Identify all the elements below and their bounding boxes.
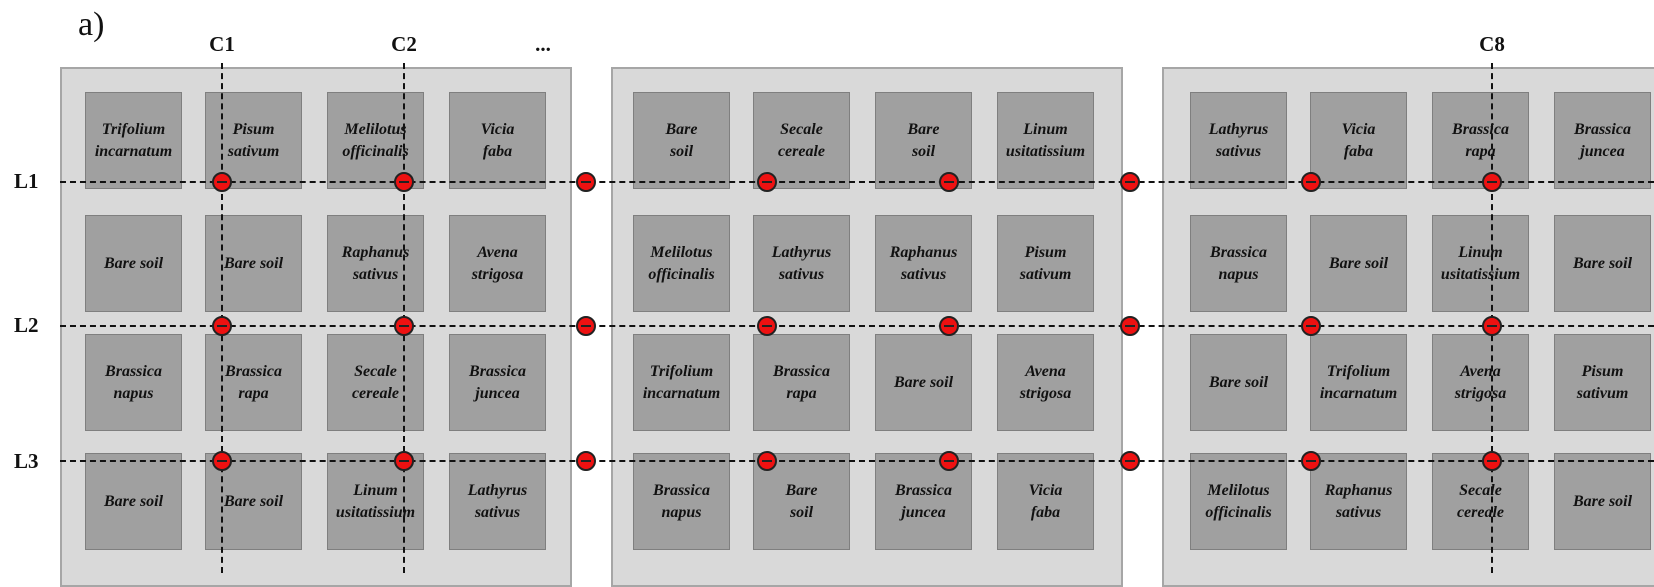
- sampling-point: [1482, 451, 1502, 471]
- plot-cell: Melilotus officinalis: [1190, 453, 1287, 550]
- plot-cell: Vicia faba: [449, 92, 546, 189]
- row-label-l1: L1: [14, 169, 39, 193]
- transect-line-l3: [60, 460, 1654, 462]
- plot-cell: Brassica rapa: [1432, 92, 1529, 189]
- sampling-point: [757, 172, 777, 192]
- column-label-c2: C2: [391, 32, 417, 56]
- sampling-point: [212, 172, 232, 192]
- plot-cell: Trifolium incarnatum: [85, 92, 182, 189]
- column-ellipsis: ...: [535, 32, 551, 56]
- plot-cell: Secale cereale: [327, 334, 424, 431]
- plot-cell: Brassica napus: [85, 334, 182, 431]
- plot-cell: Bare soil: [1310, 215, 1407, 312]
- plot-cell: Bare soil: [875, 334, 972, 431]
- sampling-point: [939, 451, 959, 471]
- plot-cell: Secale cereale: [1432, 453, 1529, 550]
- sampling-point: [576, 316, 596, 336]
- sampling-point: [1482, 316, 1502, 336]
- plot-cell: Brassica rapa: [205, 334, 302, 431]
- panel-label: a): [78, 6, 105, 43]
- transect-line-l1: [60, 181, 1654, 183]
- plot-cell: Bare soil: [875, 92, 972, 189]
- sampling-point: [394, 451, 414, 471]
- sampling-point: [757, 451, 777, 471]
- sampling-point: [394, 172, 414, 192]
- plot-cell: Avena strigosa: [997, 334, 1094, 431]
- plot-cell: Raphanus sativus: [327, 215, 424, 312]
- plot-cell: Bare soil: [205, 453, 302, 550]
- plot-cell: Trifolium incarnatum: [633, 334, 730, 431]
- plot-cell: Bare soil: [1554, 215, 1651, 312]
- plot-cell: Raphanus sativus: [875, 215, 972, 312]
- plot-cell: Trifolium incarnatum: [1310, 334, 1407, 431]
- plot-cell: Bare soil: [1190, 334, 1287, 431]
- sampling-point: [939, 172, 959, 192]
- sampling-point: [1301, 451, 1321, 471]
- plot-cell: Brassica juncea: [1554, 92, 1651, 189]
- sampling-point: [1482, 172, 1502, 192]
- plot-cell: Vicia faba: [1310, 92, 1407, 189]
- sampling-point: [212, 451, 232, 471]
- plot-cell: Brassica napus: [1190, 215, 1287, 312]
- sampling-point: [1301, 172, 1321, 192]
- plot-cell: Bare soil: [205, 215, 302, 312]
- plot-cell: Linum usitatissium: [997, 92, 1094, 189]
- plot-cell: Raphanus sativus: [1310, 453, 1407, 550]
- plot-cell: Lathyrus sativus: [449, 453, 546, 550]
- plot-cell: Pisum sativum: [1554, 334, 1651, 431]
- plot-cell: Melilotus officinalis: [633, 215, 730, 312]
- sampling-point: [212, 316, 232, 336]
- sampling-point: [576, 172, 596, 192]
- column-label-c1: C1: [209, 32, 235, 56]
- plot-cell: Linum usitatissium: [1432, 215, 1529, 312]
- plot-cell: Avena strigosa: [1432, 334, 1529, 431]
- sampling-point: [1120, 451, 1140, 471]
- plot-cell: Lathyrus sativus: [1190, 92, 1287, 189]
- plot-cell: Brassica juncea: [875, 453, 972, 550]
- plot-cell: Bare soil: [1554, 453, 1651, 550]
- plot-cell: Bare soil: [85, 215, 182, 312]
- plot-cell: Lathyrus sativus: [753, 215, 850, 312]
- transect-line-l2: [60, 325, 1654, 327]
- plot-cell: Bare soil: [633, 92, 730, 189]
- plot-cell: Brassica napus: [633, 453, 730, 550]
- plot-cell: Avena strigosa: [449, 215, 546, 312]
- plot-cell: Bare soil: [85, 453, 182, 550]
- sampling-point: [1301, 316, 1321, 336]
- sampling-point: [1120, 172, 1140, 192]
- plot-cell: Vicia faba: [997, 453, 1094, 550]
- sampling-point: [939, 316, 959, 336]
- sampling-point: [394, 316, 414, 336]
- row-label-l2: L2: [14, 313, 39, 337]
- sampling-point: [757, 316, 777, 336]
- row-label-l3: L3: [14, 449, 39, 473]
- plot-cell: Pisum sativum: [997, 215, 1094, 312]
- column-label-c8: C8: [1479, 32, 1505, 56]
- sampling-point: [576, 451, 596, 471]
- sampling-point: [1120, 316, 1140, 336]
- plot-cell: Brassica rapa: [753, 334, 850, 431]
- plot-cell: Brassica juncea: [449, 334, 546, 431]
